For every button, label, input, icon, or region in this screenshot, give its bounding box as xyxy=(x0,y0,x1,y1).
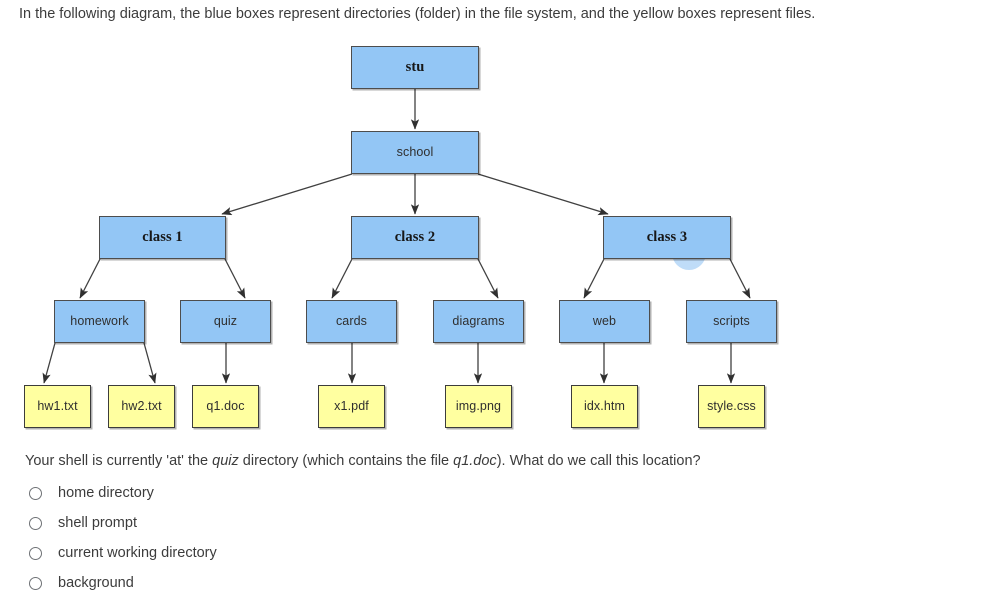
diagram-connectors xyxy=(42,89,751,384)
question-emphasis-q1doc: q1.doc xyxy=(453,453,497,469)
question-part-1: Your shell is currently 'at' the xyxy=(25,453,213,469)
option-row-2[interactable]: current working directory xyxy=(29,538,529,568)
node-label: x1.pdf xyxy=(334,399,369,414)
node-label: cards xyxy=(335,314,368,329)
connector-class1-to-quiz xyxy=(224,258,246,299)
option-row-3[interactable]: background xyxy=(29,568,529,598)
node-label: style.css xyxy=(707,399,756,414)
connector-school-to-class1 xyxy=(221,173,353,216)
directory-node-stu: stu xyxy=(351,46,479,89)
node-label: hw2.txt xyxy=(121,399,162,414)
node-label: q1.doc xyxy=(206,399,245,414)
question-part-2: directory (which contains the file xyxy=(238,453,454,469)
question-prompt: Your shell is currently 'at' the quiz di… xyxy=(25,451,701,471)
directory-node-class1: class 1 xyxy=(99,216,226,259)
node-label: hw1.txt xyxy=(37,399,78,414)
option-label-1[interactable]: shell prompt xyxy=(58,514,137,531)
file-node-hw2: hw2.txt xyxy=(108,385,175,428)
directory-node-scripts: scripts xyxy=(686,300,777,343)
file-node-idx: idx.htm xyxy=(571,385,638,428)
node-label: web xyxy=(592,314,617,329)
radio-button-1[interactable] xyxy=(29,516,42,530)
node-label: img.png xyxy=(455,399,502,414)
node-label: stu xyxy=(405,59,425,76)
answer-options-list: home directory shell prompt current workin… xyxy=(29,478,529,598)
connector-class3-to-web xyxy=(583,258,605,299)
intro-paragraph: In the following diagram, the blue boxes… xyxy=(19,6,816,22)
directory-node-quiz: quiz xyxy=(180,300,271,343)
directory-node-homework: homework xyxy=(54,300,145,343)
node-label: scripts xyxy=(713,314,750,329)
question-part-3: ). What do we call this location? xyxy=(496,453,701,469)
question-emphasis-quiz: quiz xyxy=(212,453,239,469)
option-label-3[interactable]: background xyxy=(58,574,134,591)
file-node-hw1: hw1.txt xyxy=(24,385,91,428)
directory-node-class3: class 3 xyxy=(603,216,731,259)
file-node-style: style.css xyxy=(698,385,765,428)
directory-node-diagrams: diagrams xyxy=(433,300,524,343)
node-label: idx.htm xyxy=(584,399,625,414)
connector-class1-to-homework xyxy=(79,258,101,299)
radio-button-2[interactable] xyxy=(29,546,42,560)
file-node-x1: x1.pdf xyxy=(318,385,385,428)
node-label: school xyxy=(396,145,434,160)
node-label: class 2 xyxy=(394,229,436,246)
edge-layer xyxy=(42,89,751,384)
file-node-img: img.png xyxy=(445,385,512,428)
connector-class3-to-scripts xyxy=(729,258,751,299)
node-label: class 1 xyxy=(142,229,183,246)
radio-button-0[interactable] xyxy=(29,486,42,500)
option-label-0[interactable]: home directory xyxy=(58,484,154,501)
node-label: homework xyxy=(70,314,129,329)
option-label-2[interactable]: current working directory xyxy=(58,544,217,561)
file-node-q1: q1.doc xyxy=(192,385,259,428)
directory-node-web: web xyxy=(559,300,650,343)
connector-homework-to-hw1 xyxy=(42,342,56,384)
option-row-1[interactable]: shell prompt xyxy=(29,508,529,538)
node-label: quiz xyxy=(213,314,238,329)
file-system-diagram: stu school class 1 class 2 class 3 homework qu… xyxy=(0,36,999,446)
directory-node-cards: cards xyxy=(306,300,397,343)
node-label: diagrams xyxy=(452,314,505,329)
option-row-0[interactable]: home directory xyxy=(29,478,529,508)
connector-school-to-class3 xyxy=(477,173,609,216)
connector-class2-to-cards xyxy=(331,258,353,299)
radio-button-3[interactable] xyxy=(29,576,42,590)
node-label: class 3 xyxy=(646,229,688,246)
directory-node-class2: class 2 xyxy=(351,216,479,259)
connector-class2-to-diagrams xyxy=(477,258,499,299)
directory-node-school: school xyxy=(351,131,479,174)
connector-homework-to-hw2 xyxy=(143,342,157,384)
